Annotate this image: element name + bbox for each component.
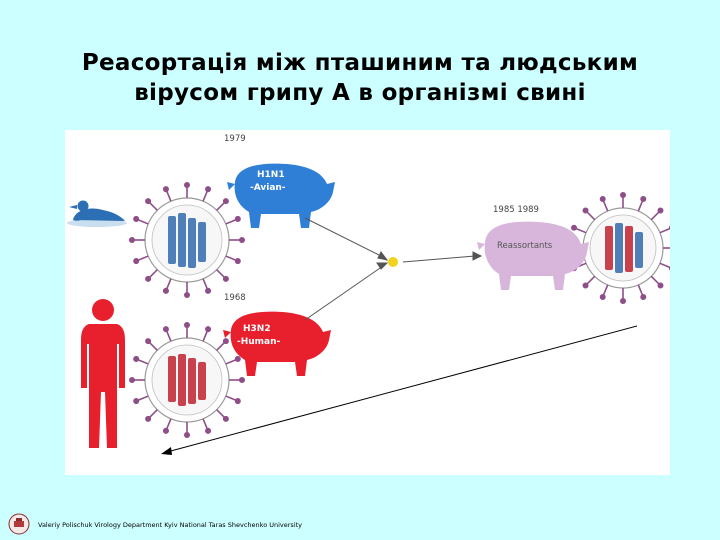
reassortant-pig-icon: Reassortants [477,221,589,290]
virus-spike [143,336,161,354]
virus-spike [662,244,680,252]
virus-spike [580,273,598,291]
virus-spike [161,416,175,436]
virus-spike [131,252,151,266]
avian-host-label: -Avian- [250,183,286,193]
virus-spike [213,266,231,284]
human-virus-icon [128,321,246,439]
virus-spike [161,276,175,296]
virus-spike [131,354,151,368]
virus-spike [131,214,151,228]
slide-title: Реасортація між пташиним та людським вір… [60,48,660,108]
avian-subtype-label: H1N1 [257,170,285,180]
mixing-point-icon [388,257,398,267]
reassortant-label: Reassortants [497,241,553,251]
virus-spike [213,196,231,214]
virus-spike [228,376,246,384]
virus-spike [634,283,649,302]
virus-spike [213,406,231,424]
human-pig-icon: H3N2 -Human- [223,311,331,376]
virus-spike [143,196,161,214]
virus-spike [223,354,243,368]
virus-spike [183,421,191,439]
virus-spike [223,252,243,266]
virus-spike [634,194,649,213]
avian-virus-icon [128,181,246,299]
return-arrow [161,325,638,455]
virus-spike [648,273,666,291]
virus-spike [648,205,666,223]
virus-spike [161,324,175,344]
title-line-1: Реасортація між пташиним та людським [81,50,639,76]
virus-spike [128,236,146,244]
virus-spike [131,392,151,406]
virus-spike [597,283,612,302]
virus-spike [183,281,191,299]
avian-pig-icon: H1N1 -Avian- [227,163,335,228]
year-avian: 1979 [224,134,246,144]
virus-spike [199,416,213,436]
years-reassortant: 1985 1989 [493,205,539,215]
reassortment-figure: H1N1 -Avian- 1979 H3N2 -Human- 1968 Reas… [65,130,680,475]
virus-spike [143,266,161,284]
virus-spike [580,205,598,223]
human-subtype-label: H3N2 [243,324,271,334]
virus-spike [597,194,612,213]
convergence-arrows [304,217,483,321]
virus-spike [199,276,213,296]
reassortant-virus-icon [566,191,680,305]
human-figure-icon [81,299,125,448]
virus-spike [199,324,213,344]
title-line-2: вірусом грипу А в організмі свині [134,80,586,106]
virus-spike [619,191,627,209]
virus-spike [183,181,191,199]
reassortment-diagram: H1N1 -Avian- 1979 H3N2 -Human- 1968 Reas… [67,134,680,455]
footer-text: Valeriy Polischuk Virology Department Ky… [38,521,303,529]
virus-spike [128,376,146,384]
year-human: 1968 [224,293,246,303]
virus-spike [223,214,243,228]
virus-spike [619,287,627,305]
virus-spike [161,184,175,204]
virus-spike [213,336,231,354]
virus-spike [183,321,191,339]
virus-spike [223,392,243,406]
virus-spike [143,406,161,424]
virus-spike [228,236,246,244]
duck-icon [67,200,127,227]
university-logo-icon [8,513,30,535]
human-host-label: -Human- [237,337,281,347]
virus-spike [199,184,213,204]
